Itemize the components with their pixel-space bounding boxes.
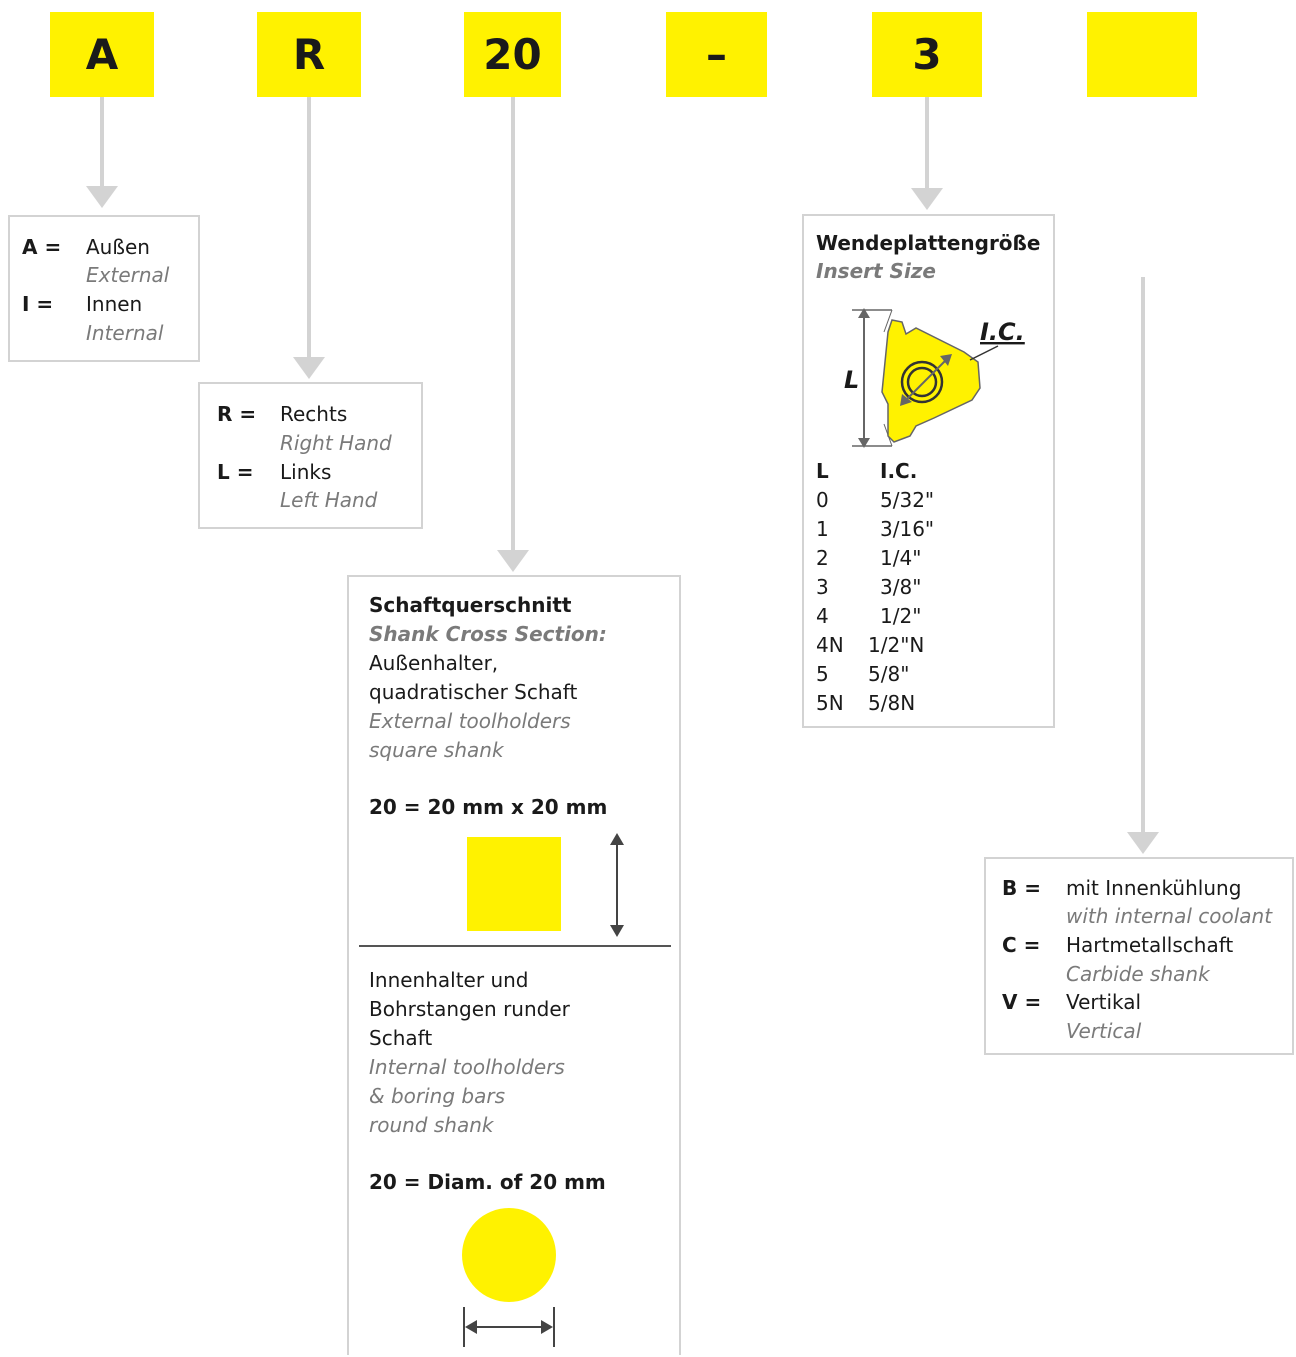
shank-title-en: Shank Cross Section: [369,622,607,646]
type-label-en-i: Internal [86,321,164,345]
option-label-en-b: with internal coolant [1066,904,1273,928]
round-shank-icon [462,1208,556,1302]
insert-row-l: 3 [816,575,829,599]
connector-line-a [100,97,104,189]
arrow-down-icon [1127,832,1159,854]
shank-int-en-2: & boring bars [369,1084,505,1108]
insert-row-l: 5 [816,662,829,686]
type-label-de-i: Innen [86,292,143,316]
shank-int-de-2: Bohrstangen runder [369,997,570,1021]
insert-label-ic: I.C. [980,318,1025,346]
height-dimension-arrow-icon [610,833,624,937]
hand-key-r: R = [217,402,257,426]
hand-label-de-r: Rechts [280,402,348,426]
insert-row-ic: 3/16" [880,517,935,541]
arrow-down-icon [497,550,529,572]
arrow-down-icon [86,186,118,208]
connector-line-size [925,97,929,191]
code-field-1: A [50,12,154,97]
shank-ext-de-2: quadratischer Schaft [369,680,578,704]
insert-row-ic: 5/32" [880,488,935,512]
type-label-en-a: External [86,263,170,287]
code-field-2: R [257,12,361,97]
arrow-down-icon [911,188,943,210]
insert-row-l: 2 [816,546,829,570]
option-label-en-v: Vertical [1066,1019,1142,1043]
square-shank-icon [467,837,561,931]
shank-int-de-1: Innenhalter und [369,968,529,992]
diameter-dimension-arrow-icon [463,1307,555,1347]
code-field-6 [1087,12,1197,97]
insert-row-ic: 3/8" [880,575,922,599]
code-field-3: 20 [464,12,561,97]
insert-title-de: Wendeplattengröße [816,231,1041,255]
connector-line-r [307,97,311,360]
shank-int-dim: 20 = Diam. of 20 mm [369,1170,606,1194]
connector-line-options [1141,277,1145,835]
connector-line-shank [511,97,515,553]
shank-ext-dim: 20 = 20 mm x 20 mm [369,795,608,819]
insert-col-ic: I.C. [880,459,918,483]
insert-col-l: L [816,459,829,483]
insert-diagram: L I.C. [844,308,1025,448]
insert-row-l: 5N [816,691,844,715]
shank-title-de: Schaftquerschnitt [369,593,572,617]
insert-row-l: 4N [816,633,844,657]
type-box: A = Außen External I = Innen Internal [8,215,200,362]
type-key-a: A = [22,235,62,259]
insert-row-ic: 1/2"N [868,633,925,657]
shank-box: Schaftquerschnitt Shank Cross Section: A… [347,575,681,1355]
code-field-4: – [666,12,767,97]
hand-box: R = Rechts Right Hand L = Links Left Han… [198,382,423,529]
type-key-i: I = [22,292,54,316]
insert-row-l: 4 [816,604,829,628]
shank-divider [359,945,671,947]
hand-label-en-l: Left Hand [280,488,378,512]
shank-ext-de-1: Außenhalter, [369,651,499,675]
option-label-de-v: Vertikal [1066,990,1142,1014]
options-box: B = mit Innenkühlung with internal coola… [984,857,1294,1055]
option-key-c: C = [1002,933,1041,957]
insert-row-ic: 5/8N [868,691,916,715]
arrow-down-icon [293,357,325,379]
option-key-b: B = [1002,876,1041,900]
option-label-en-c: Carbide shank [1066,962,1210,986]
insert-row-ic: 1/2" [880,604,922,628]
option-key-v: V = [1002,990,1042,1014]
insert-row-ic: 5/8" [868,662,910,686]
hand-key-l: L = [217,460,254,484]
code-field-5: 3 [872,12,982,97]
option-label-de-b: mit Innenkühlung [1066,876,1242,900]
insert-row-l: 0 [816,488,829,512]
hand-label-de-l: Links [280,460,332,484]
shank-int-en-3: round shank [369,1113,494,1137]
insert-title-en: Insert Size [816,259,936,283]
insert-label-l: L [844,366,859,394]
shank-int-de-3: Schaft [369,1026,433,1050]
shank-int-en-1: Internal toolholders [369,1055,565,1079]
insert-size-box: Wendeplattengröße Insert Size L I.C. L I… [802,214,1055,728]
type-label-de-a: Außen [86,235,150,259]
insert-row-l: 1 [816,517,829,541]
insert-row-ic: 1/4" [880,546,922,570]
shank-ext-en-1: External toolholders [369,709,571,733]
hand-label-en-r: Right Hand [280,431,392,455]
shank-ext-en-2: square shank [369,738,504,762]
option-label-de-c: Hartmetallschaft [1066,933,1234,957]
